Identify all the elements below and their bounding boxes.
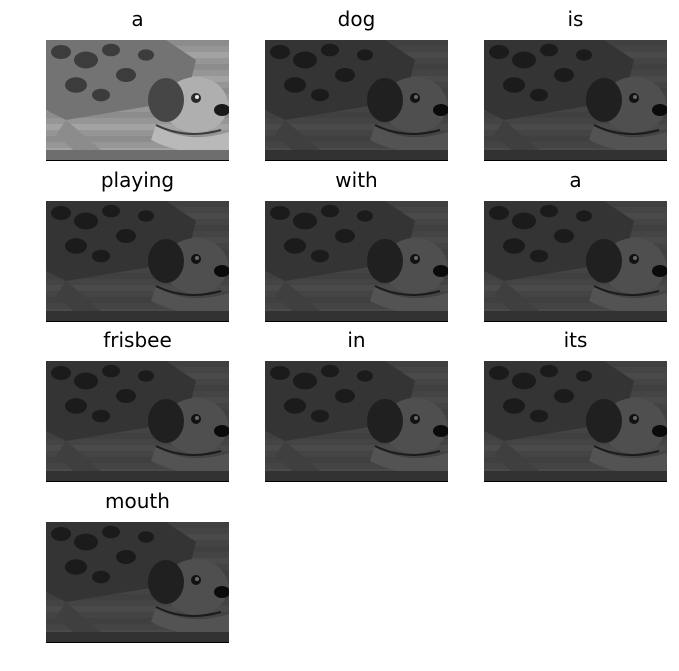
attention-panel: a <box>46 6 229 161</box>
caption-word: is <box>567 7 584 31</box>
dog-photo <box>484 201 667 322</box>
caption-word: in <box>347 328 366 352</box>
attention-map <box>484 361 667 482</box>
caption-word: playing <box>100 168 175 192</box>
attention-map <box>46 361 229 482</box>
dog-photo <box>484 361 667 482</box>
attention-panel: a <box>484 167 667 322</box>
caption-word: frisbee <box>103 328 172 352</box>
attention-map <box>484 201 667 322</box>
attention-map <box>265 40 448 161</box>
caption-word: its <box>563 328 588 352</box>
attention-map <box>46 201 229 322</box>
dog-photo <box>265 361 448 482</box>
dog-photo <box>46 522 229 643</box>
dog-photo <box>484 40 667 161</box>
caption-word: dog <box>337 7 376 31</box>
dog-photo <box>265 201 448 322</box>
caption-word: mouth <box>105 489 170 513</box>
caption-word: with <box>335 168 378 192</box>
caption-word: a <box>569 168 582 192</box>
attention-map <box>265 361 448 482</box>
dog-photo <box>265 40 448 161</box>
attention-panel: with <box>265 167 448 322</box>
attention-map <box>484 40 667 161</box>
attention-panel: in <box>265 327 448 482</box>
attention-panel: playing <box>46 167 229 322</box>
dog-photo <box>46 361 229 482</box>
caption-word: a <box>131 7 144 31</box>
attention-panel: dog <box>265 6 448 161</box>
attention-panel: frisbee <box>46 327 229 482</box>
attention-panel: its <box>484 327 667 482</box>
attention-panel: mouth <box>46 488 229 643</box>
original-image <box>46 40 229 161</box>
attention-map <box>46 522 229 643</box>
attention-panel: is <box>484 6 667 161</box>
dog-photo <box>46 40 229 161</box>
dog-photo <box>46 201 229 322</box>
attention-map <box>265 201 448 322</box>
